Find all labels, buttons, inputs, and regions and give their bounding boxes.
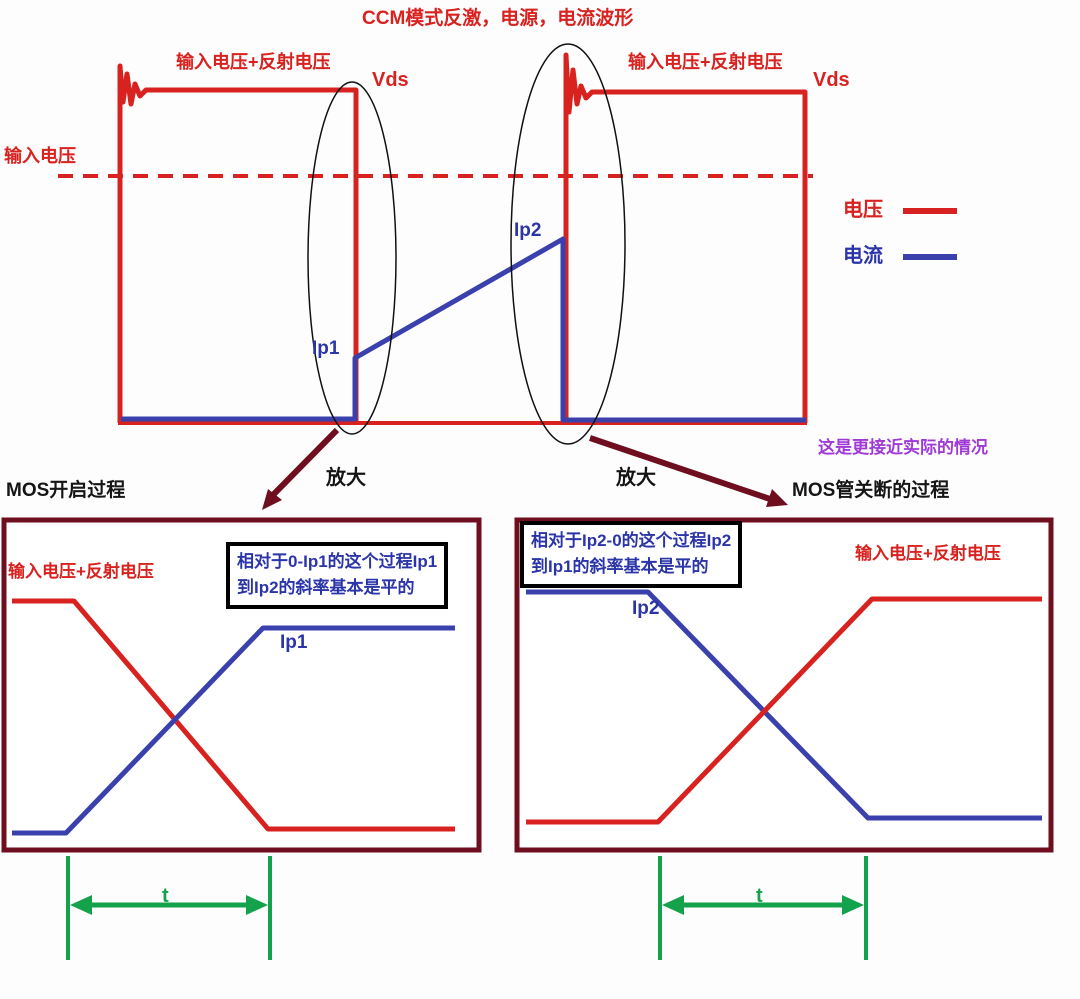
- turn-off-vin-reflected-label: 输入电压+反射电压: [855, 544, 1001, 563]
- zoom-arrow-left-head: [262, 489, 282, 510]
- legend-current-label: 电流: [843, 245, 883, 267]
- turn-off-voltage-trace: [526, 596, 1042, 825]
- zoom-arrow-right-head: [766, 489, 788, 507]
- vin-plus-reflected-label-right: 输入电压+反射电压: [628, 52, 783, 72]
- turn-off-note-box: 相对于Ip2-0的这个过程Ip2 到Ip1的斜率基本是平的: [520, 521, 743, 588]
- vds-waveform-second-pulse: [563, 52, 808, 423]
- turn-off-time-arrowhead-right: [842, 895, 864, 915]
- turn-on-current-trace: [12, 625, 455, 836]
- page-title: CCM模式反激，电源，电流波形: [362, 8, 634, 29]
- zoom-arrow-left: [268, 427, 340, 500]
- turn-on-note-line2: 到Ip2的斜率基本是平的: [237, 578, 415, 598]
- turn-off-edge-ellipse: [510, 43, 626, 445]
- vds-label-left: Vds: [372, 69, 409, 91]
- input-voltage-label: 输入电压: [4, 146, 76, 166]
- realistic-note: 这是更接近实际的情况: [818, 438, 988, 457]
- legend-voltage-label: 电压: [843, 199, 883, 221]
- turn-on-note-line1: 相对于0-Ip1的这个过程Ip1: [237, 552, 438, 571]
- ip2-label-main: Ip2: [514, 220, 542, 241]
- turn-on-vin-reflected-label: 输入电压+反射电压: [8, 562, 154, 581]
- turn-on-note-box: 相对于0-Ip1的这个过程Ip1 到Ip2的斜率基本是平的: [226, 542, 449, 609]
- turn-on-panel-heading: MOS开启过程: [6, 480, 126, 501]
- turn-on-time-arrowhead-left: [70, 895, 92, 915]
- turn-on-time-label: t: [162, 885, 169, 907]
- vds-waveform-first-pulse: [117, 63, 359, 423]
- turn-off-note-line1: 相对于Ip2-0的这个过程Ip2: [531, 531, 732, 550]
- current-waveform: [121, 236, 806, 423]
- vin-plus-reflected-label-left: 输入电压+反射电压: [176, 52, 331, 72]
- ip2-label-panel: Ip2: [632, 598, 660, 619]
- turn-off-current-trace: [526, 589, 1042, 821]
- zoom-arrow-right: [589, 435, 771, 502]
- zoom-label-right: 放大: [616, 467, 656, 489]
- turn-on-edge-ellipse: [307, 81, 397, 435]
- ip1-label-main: Ip1: [312, 338, 340, 359]
- turn-on-time-arrowhead-right: [246, 895, 268, 915]
- turn-off-time-label: t: [756, 885, 763, 907]
- ip1-label-panel: Ip1: [280, 632, 308, 653]
- turn-on-voltage-trace: [12, 598, 455, 832]
- zoom-label-left: 放大: [326, 467, 366, 489]
- turn-off-note-line2: 到Ip1的斜率基本是平的: [531, 557, 709, 577]
- vds-label-right: Vds: [813, 69, 850, 91]
- turn-off-panel-heading: MOS管关断的过程: [792, 480, 950, 501]
- turn-off-time-arrowhead-left: [662, 895, 684, 915]
